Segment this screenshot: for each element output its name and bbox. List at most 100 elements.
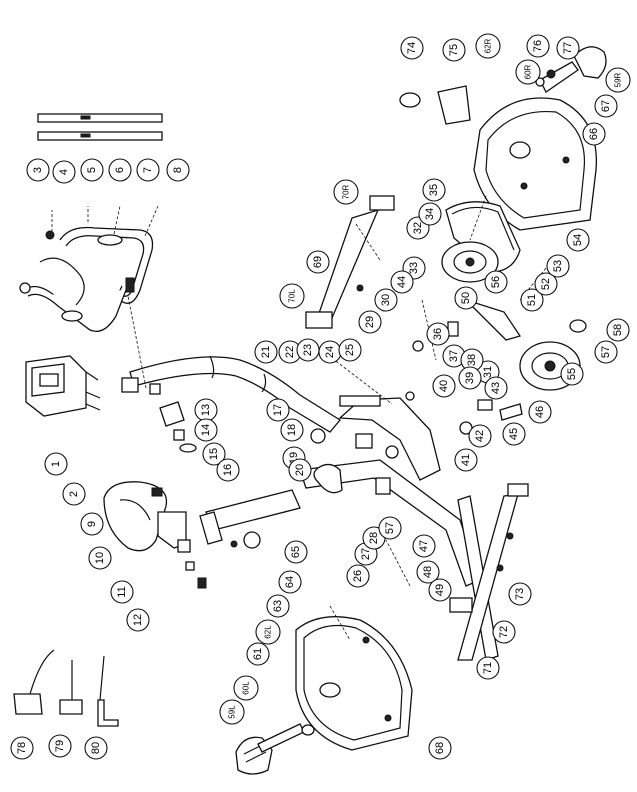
callout-c63: 63 [266,594,290,618]
callout-number: 50 [460,292,472,304]
callout-circle [594,94,618,118]
callout-circle [136,158,160,182]
callout-c24: 24 [318,340,342,364]
callout-c62L: 62L [255,619,281,645]
callout-number: 56 [490,276,502,288]
callout-number: 21 [260,346,272,358]
part-10-seat-slider [157,511,207,589]
callout-c17: 17 [266,398,290,422]
callout-circle [219,699,245,725]
callout-c78: 78 [10,736,34,760]
callout-number: 1 [50,461,62,467]
callout-number: 32 [412,222,424,234]
callout-number: 13 [200,404,212,416]
part-handlebar [19,205,159,333]
callout-circle [194,418,218,442]
callout-number: 15 [208,448,220,460]
callout-c18: 18 [280,418,304,442]
callout-number: 80 [90,742,102,754]
callout-circle [346,564,370,588]
callout-c48: 48 [416,560,440,584]
callout-circle [378,516,402,540]
callout-number: 57 [384,522,396,534]
callout-circle [284,540,308,564]
callout-c70L: 70L [279,283,305,309]
callout-number: 31 [482,366,494,378]
part-1-console [25,355,101,417]
callout-c39: 39 [458,366,482,390]
callout-circle [454,286,478,310]
callout-circle [306,250,330,274]
callout-circle [358,310,382,334]
callout-c29: 29 [358,310,382,334]
callout-c25: 25 [338,338,362,362]
callout-circle [508,582,532,606]
callout-number: 3 [32,167,44,173]
callout-c49: 49 [428,578,452,602]
callout-circle [515,59,541,85]
callout-c47: 47 [412,534,436,558]
callout-circle [110,580,134,604]
callout-circle [338,338,362,362]
callout-c51: 51 [520,288,544,312]
callout-c70R: 70R [333,179,359,205]
callout-circle [246,642,270,666]
callout-c30: 30 [374,288,398,312]
callout-c34: 34 [418,202,442,226]
callout-c55: 55 [560,362,584,386]
callout-c38: 38 [460,348,484,372]
callout-circle [484,376,508,400]
callout-c59L: 59L [219,699,245,725]
callout-number: 43 [490,382,502,394]
callout-number: 33 [408,262,420,274]
callout-circle [48,734,72,758]
callout-number: 62R [484,38,493,53]
callout-circle [546,254,570,278]
callout-circle [26,158,50,182]
callout-c12: 12 [126,608,150,632]
callout-circle [492,620,516,644]
callout-number: 68 [434,742,446,754]
callout-number: 9 [86,521,98,527]
callout-circle [280,418,304,442]
part-main-frame [299,395,481,587]
callout-number: 6 [114,167,126,173]
callout-circle [44,452,68,476]
callout-number: 60L [242,681,251,695]
callout-number: 4 [58,169,70,175]
callout-number: 34 [424,208,436,220]
callout-c60L: 60L [233,675,259,701]
callout-c57b: 57 [378,516,402,540]
callout-number: 65 [290,546,302,558]
callout-circle [582,122,606,146]
callout-number: 64 [284,576,296,588]
callout-c11: 11 [110,580,134,604]
callout-circle [62,482,86,506]
callout-circle [333,179,359,205]
callout-c2: 2 [62,482,86,506]
callout-c71: 71 [476,656,500,680]
callout-number: 7 [142,167,154,173]
callout-circle [594,340,618,364]
callout-number: 70R [342,184,351,199]
callout-c3: 3 [26,158,50,182]
callout-number: 51 [526,294,538,306]
callout-number: 52 [540,278,552,290]
callout-number: 5 [86,167,98,173]
callout-c50: 50 [454,286,478,310]
callout-number: 67 [600,100,612,112]
part-stabilizers [449,483,529,661]
callout-c23: 23 [296,338,320,362]
callout-circle [428,736,452,760]
callout-circle [412,534,436,558]
callout-circle [374,288,398,312]
callout-c41: 41 [454,448,478,472]
part-3-bars [37,113,163,141]
callout-c73: 73 [508,582,532,606]
part-9-seat [103,481,168,552]
callout-c21: 21 [254,340,278,364]
callout-circle [432,374,456,398]
part-59l-60l-pedal-left [235,723,315,775]
